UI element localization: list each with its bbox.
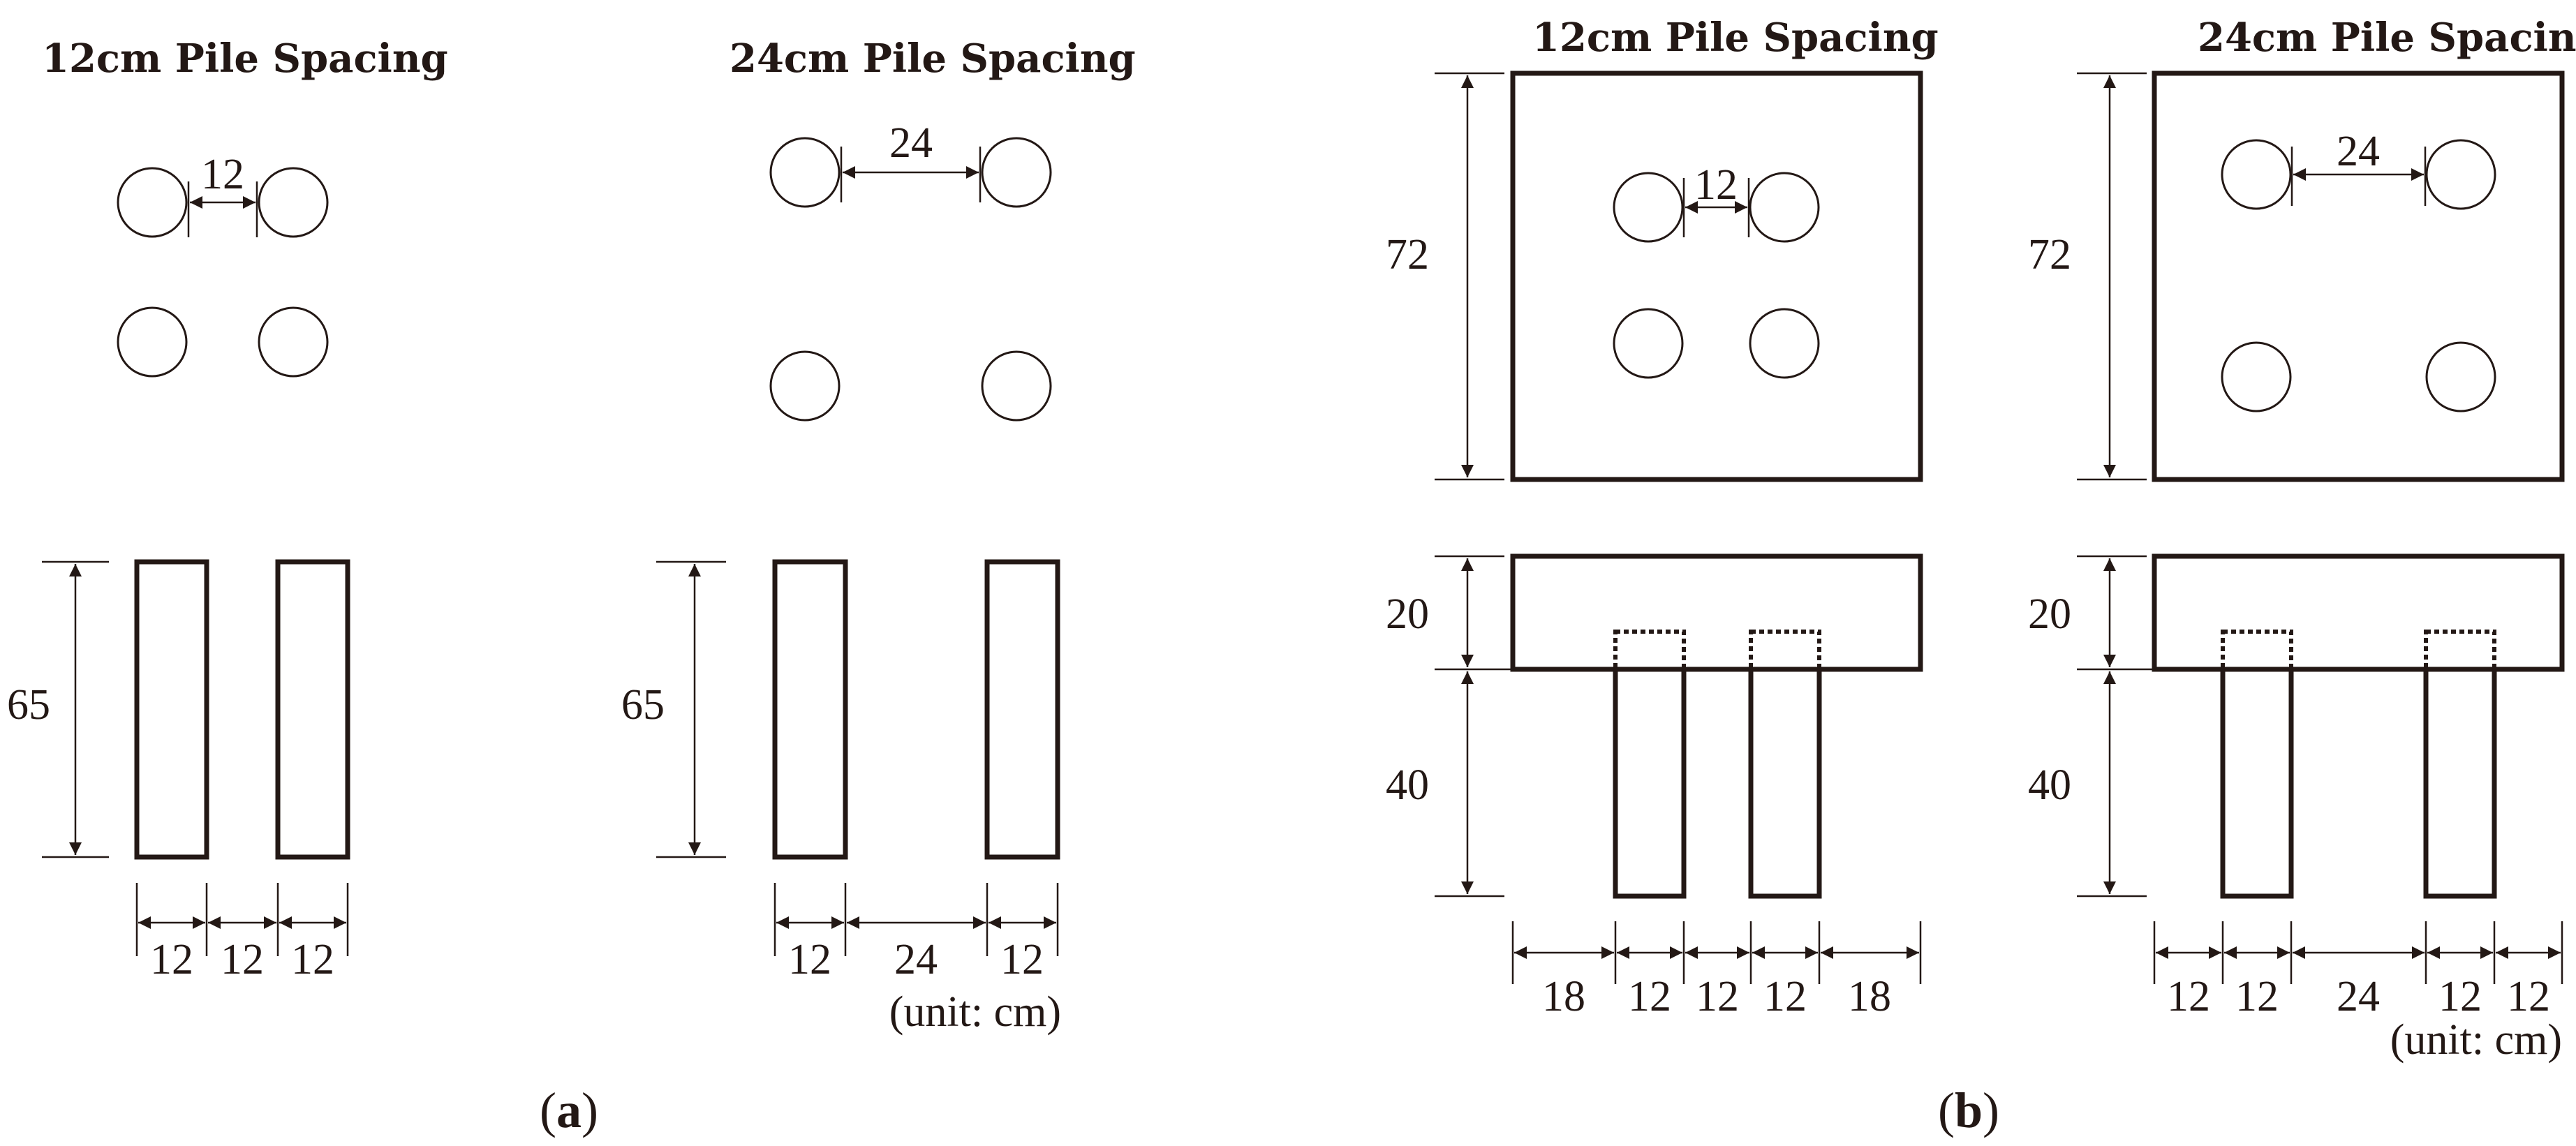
- cap-height-label: 20: [1386, 590, 1429, 638]
- spacing-label: 12: [201, 151, 244, 198]
- pile-circle: [258, 306, 329, 378]
- panel-b-12cm-elevation-view: 20 40 18 12 12 12 18: [1386, 553, 1923, 1020]
- bottom-dim-label: 12: [2235, 973, 2279, 1020]
- spacing-label: 24: [2337, 128, 2380, 175]
- panel-b-24cm-group: 24cm Pile Spacing 24 72: [2028, 15, 2576, 1064]
- bottom-dim-label: 12: [150, 936, 193, 983]
- pile-circle: [117, 167, 188, 238]
- pile-circle: [1749, 308, 1820, 379]
- cap-size-label: 72: [2028, 231, 2071, 278]
- bottom-dim-label: 12: [788, 936, 831, 983]
- pile-embedment-dotted: [1613, 630, 1686, 671]
- pile-circle: [2221, 341, 2292, 412]
- panel-b-24cm-elevation-view: 20 40 12 12 24 12 12 (unit: cm): [2028, 553, 2565, 1064]
- panel-b-title-24cm: 24cm Pile Spacing: [2198, 15, 2576, 61]
- panel-a-24cm-elevation-view: 65 12 24 12 (unit: cm): [621, 559, 1061, 1036]
- pile-rectangle: [2220, 667, 2294, 899]
- bottom-dim-label: 12: [291, 936, 334, 983]
- pile-circle: [258, 167, 329, 238]
- pile-rectangle: [984, 559, 1060, 860]
- panel-a-24cm-plan-view: 24: [769, 119, 1052, 422]
- pile-rectangle: [2423, 667, 2497, 899]
- bottom-dim-label: 12: [1628, 973, 1671, 1020]
- pile-embedment-dotted: [2424, 630, 2496, 671]
- pile-rectangle: [1748, 667, 1822, 899]
- pile-height-label: 40: [1386, 761, 1429, 809]
- panel-b-12cm-group: 12cm Pile Spacing 12 72: [1386, 15, 1939, 1020]
- bottom-dim-label: 18: [1542, 973, 1585, 1020]
- pile-circle: [1613, 172, 1684, 243]
- panel-b-24cm-plan-view: 24 72: [2028, 70, 2565, 482]
- panel-a: 12cm Pile Spacing 12 65: [7, 36, 1136, 1138]
- panel-a-title-12cm: 12cm Pile Spacing: [42, 36, 448, 82]
- pile-circle: [981, 350, 1052, 422]
- pile-circle: [981, 137, 1052, 208]
- bottom-dim-label: 24: [2337, 973, 2380, 1020]
- height-label: 65: [621, 681, 665, 729]
- pile-circle: [769, 350, 841, 422]
- bottom-dim-label: 12: [2438, 973, 2482, 1020]
- panel-b-caption: (b): [1938, 1082, 1999, 1138]
- pile-circle: [769, 137, 841, 208]
- bottom-dim-label: 12: [1763, 973, 1807, 1020]
- panel-a-12cm-group: 12cm Pile Spacing 12 65: [7, 36, 448, 983]
- pile-embedment-dotted: [1749, 630, 1821, 671]
- pile-height-label: 40: [2028, 761, 2071, 809]
- unit-label: (unit: cm): [2390, 1016, 2562, 1064]
- bottom-dim-label: 12: [1000, 936, 1044, 983]
- panel-b-12cm-plan-view: 12 72: [1386, 70, 1923, 482]
- pile-rectangle: [275, 559, 350, 860]
- panel-a-caption: (a): [540, 1082, 598, 1138]
- panel-a-12cm-elevation-view: 65 12 12 12: [7, 559, 350, 983]
- pile-cap-plan: [1510, 70, 1923, 482]
- pile-cap-plan: [2152, 70, 2565, 482]
- bottom-dim-label: 18: [1848, 973, 1891, 1020]
- spacing-label: 24: [889, 119, 933, 167]
- height-label: 65: [7, 681, 50, 729]
- cap-size-label: 72: [1386, 231, 1429, 278]
- pile-rectangle: [134, 559, 209, 860]
- panel-a-title-24cm: 24cm Pile Spacing: [730, 36, 1136, 82]
- bottom-dim-label: 12: [221, 936, 264, 983]
- pile-cap-elevation: [2152, 553, 2565, 672]
- unit-label: (unit: cm): [889, 988, 1061, 1036]
- bottom-dim-label: 12: [1696, 973, 1739, 1020]
- panel-a-12cm-plan-view: 12: [117, 151, 329, 378]
- bottom-dim-label: 24: [894, 936, 938, 983]
- panel-b-title-12cm: 12cm Pile Spacing: [1532, 15, 1939, 61]
- pile-embedment-dotted: [2221, 630, 2293, 671]
- panel-a-24cm-group: 24cm Pile Spacing 24 65: [621, 36, 1136, 1036]
- spacing-label: 12: [1694, 161, 1738, 209]
- pile-circle: [2425, 139, 2496, 210]
- pile-rectangle: [1613, 667, 1687, 899]
- pile-circle: [2425, 341, 2496, 412]
- pile-circle: [2221, 139, 2292, 210]
- pile-circle: [1613, 308, 1684, 379]
- bottom-dim-label: 12: [2507, 973, 2550, 1020]
- panel-b: 12cm Pile Spacing 12 72: [1386, 15, 2576, 1138]
- pile-cap-elevation: [1510, 553, 1923, 672]
- pile-circle: [117, 306, 188, 378]
- pile-circle: [1749, 172, 1820, 243]
- cap-height-label: 20: [2028, 590, 2071, 638]
- pile-rectangle: [772, 559, 848, 860]
- bottom-dim-label: 12: [2167, 973, 2210, 1020]
